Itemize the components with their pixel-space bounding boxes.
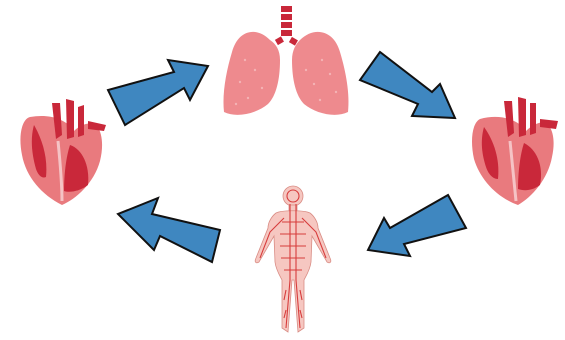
heart-icon: [472, 97, 558, 205]
lungs-icon: [223, 6, 348, 115]
arrow-lungs-to-heart: [360, 52, 455, 118]
arrow-heart-to-lungs: [108, 60, 208, 125]
human-circulatory-system-icon: [255, 186, 331, 332]
arrow-body-to-heart: [118, 198, 220, 262]
arrow-heart-to-body: [368, 195, 466, 256]
heart-icon: [20, 99, 106, 205]
